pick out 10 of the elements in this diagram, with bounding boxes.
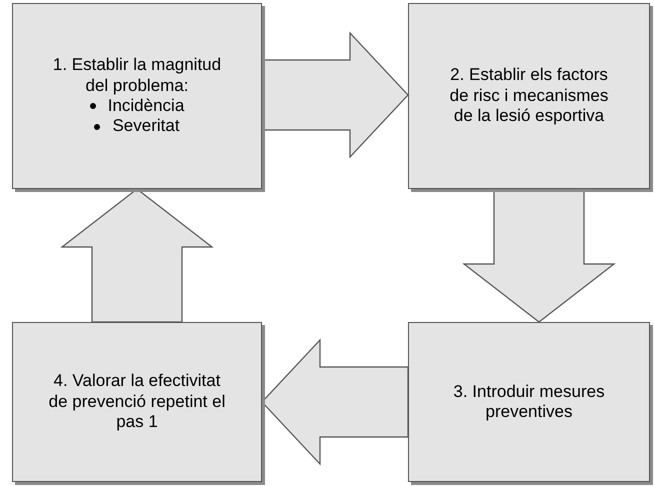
process-box	[408, 3, 650, 189]
process-box	[12, 322, 262, 482]
process-box	[408, 322, 650, 482]
step-text: 4. Valorar la efectivitat de prevenció repetint el pas 1	[48, 371, 226, 433]
step-text: 1. Establir la magnitud del problema:	[52, 55, 222, 96]
bullet-item: Incidència	[108, 96, 184, 116]
step-text: 2. Establir els factors de risc i mecanismes de la lesió esportiva	[448, 65, 610, 127]
process-box	[12, 3, 262, 189]
bullet-item: Severitat	[112, 116, 180, 137]
step-text: 3. Introduir mesures preventives	[452, 382, 606, 422]
